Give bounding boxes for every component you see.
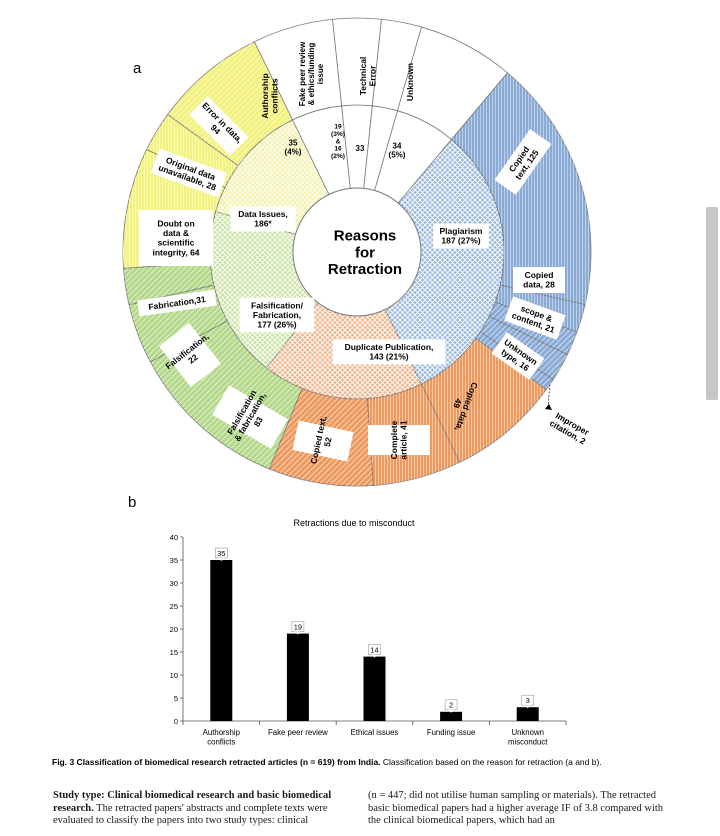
data-label: 19 [294,622,302,631]
inner-label: 34(5%) [389,141,406,159]
inner-label-box [433,223,489,249]
outer-label-group: scope &content, 21 [504,296,566,340]
data-label-pointer [524,705,531,709]
caption-rest: Classification based on the reason for r… [380,757,602,767]
outer-label-group: Fake peer review& ethics/fundingissue [298,41,325,106]
outer-label-group: Authorshipconflicts [260,73,280,118]
outer-label-box [139,210,213,266]
body-right-column: (n = 447; did not utilise human sampling… [368,790,670,828]
leader-arrow [545,404,552,410]
y-tick-label: 25 [170,602,178,611]
outer-label-box [189,96,249,156]
outer-label: Authorshipconflicts [260,73,280,118]
y-tick-label: 10 [170,671,178,680]
data-label-pointer [448,709,455,713]
bar [363,656,386,721]
inner-label: 33 [356,144,365,153]
outer-label-box [292,420,354,462]
misconduct-bar-chart: Retractions due to misconduct 0 5 10 15 20 25… [170,518,567,747]
y-tick-label: 20 [170,625,178,634]
bar [210,560,233,721]
x-tick-label: Ethical issues [351,728,399,737]
outer-label-box [368,425,430,455]
data-label-pointer [371,654,378,658]
panel-b-label: b [128,494,137,511]
data-label-pointer [294,631,301,635]
body-left-bold: Study type: Clinical biomedical research… [53,790,332,814]
outer-segment-hatch [167,41,293,166]
y-tick-label: 15 [170,648,178,657]
outer-label-group: Unknown [405,63,415,101]
data-label: 3 [526,696,530,705]
outer-label-group: Falsification& fabrication,83 [212,385,288,449]
outer-label-box [212,385,288,449]
inner-label-box [332,339,446,365]
data-label: 2 [449,701,453,710]
caption-bold: Fig. 3 Classification of biomedical rese… [52,757,381,767]
outer-label-group: TechnicalError [358,57,378,96]
scrollbar-thumb[interactable] [706,207,718,400]
outer-label-group: Copied text,52 [292,415,354,465]
y-tick-label: 0 [174,717,178,726]
inner-label-box [230,206,296,232]
y-tick-label: 40 [170,533,178,542]
outer-label: Fake peer review& ethics/fundingissue [298,41,325,106]
data-label: 14 [370,645,378,654]
y-tick-label: 35 [170,556,178,565]
inner-label: Data Issues,186* [238,209,288,229]
outer-label-box [137,289,217,317]
bar [516,707,539,721]
outer-label-group: Fabrication,31 [137,289,217,317]
bar [440,711,463,721]
inner-segment-hatch [215,119,329,235]
bar [286,633,309,721]
outer-segment-hatch [451,72,591,305]
body-left-column: Study type: Clinical biomedical research… [53,790,355,828]
outer-label-group: Completearticle, 41 [368,420,430,460]
outer-label-box [159,322,221,388]
outer-label: Unknown [405,63,415,101]
x-tick-label: Funding issue [427,728,476,737]
data-label-pointer [218,558,225,561]
outer-segment-hatch [123,262,214,305]
data-label: 35 [217,549,225,558]
inner-label: Duplicate Publication,143 (21%) [345,342,434,362]
outer-label-box [494,129,552,195]
inner-label: 19(3%)&16(2%) [331,124,345,161]
inner-label: 35(4%) [285,138,302,156]
outer-label-group: Falsification,22 [159,322,221,388]
inner-segment-hatch [385,139,504,385]
outer-label: Completearticle, 41 [389,420,409,459]
body-right-text: (n = 447; did not utilise human sampling… [368,790,664,827]
outer-label: TechnicalError [358,57,378,96]
outer-label-box [504,296,566,340]
inner-label: Falsification/Fabrication,177 (26%) [251,300,304,329]
y-tick-label: 30 [170,579,178,588]
outer-segment [397,26,508,140]
chart-title: Retractions due to misconduct [293,518,415,528]
outer-label-box [491,332,545,380]
panel-a-label: a [133,60,142,77]
inner-label-box [239,297,315,333]
leader-line [547,384,551,408]
outer-label-box [513,267,565,293]
body-left-text: The retracted papers' abstracts and comp… [53,802,328,827]
outer-label-box [150,148,228,198]
x-tick-label: Fake peer review [268,728,328,737]
figure-caption: Fig. 3 Classification of biomedical rese… [52,757,672,767]
y-tick-label: 5 [174,694,178,703]
bottom-fade [0,822,720,836]
center-circle [292,187,422,317]
